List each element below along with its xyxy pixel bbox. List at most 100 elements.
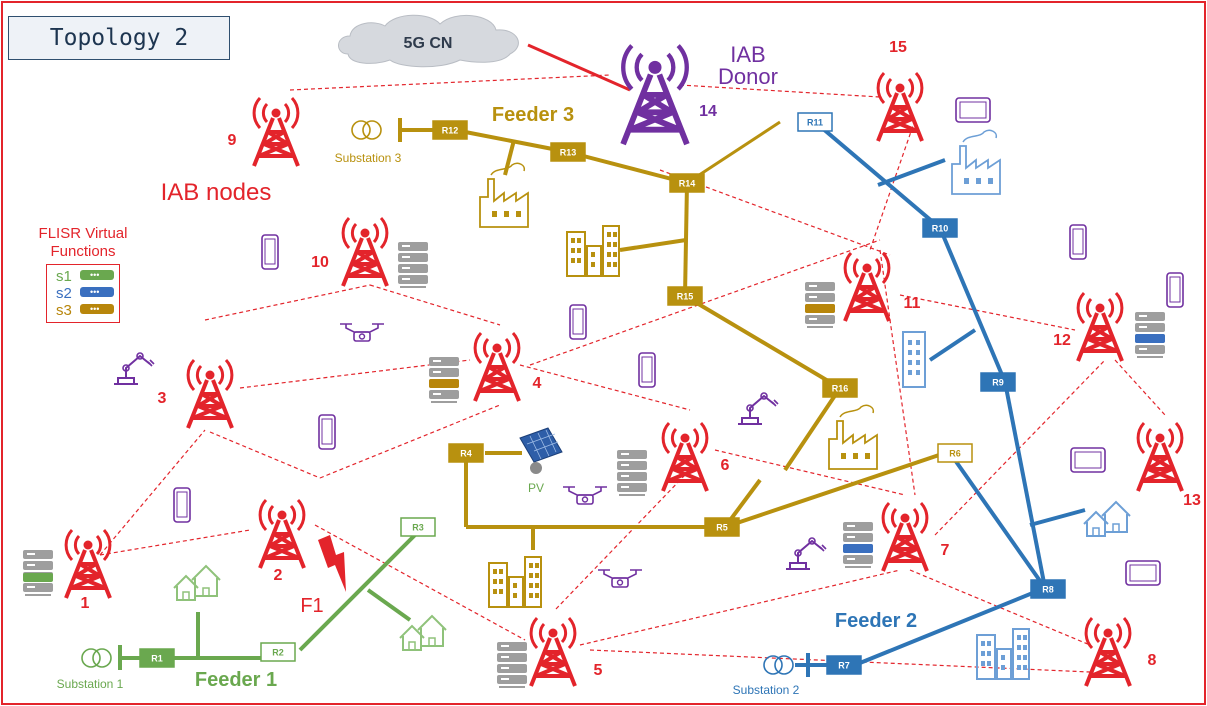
donor-label-2: Donor [718,64,778,89]
flisr-s3-bar [80,304,114,314]
iab-node-3-icon [186,358,234,430]
flisr-items: s1 s2 s3 ••• ••• ••• [56,268,114,319]
node-number-2: 2 [274,567,283,584]
node-number-1: 1 [81,595,90,612]
tower-building-icon [902,331,926,388]
relay-r14: R14 [669,173,705,193]
phone-icon [261,234,279,270]
node-number-5: 5 [594,662,603,679]
flisr-heading-1: FLISR Virtual [39,225,128,242]
buildings [488,225,1030,680]
server-node-10-icon [397,241,429,288]
relay-label-r10: R10 [932,224,949,234]
flisr-heading-2: Functions [50,243,115,260]
relay-r12: R12 [432,120,468,140]
drone-icon [339,323,385,342]
iab-node-15-icon [876,71,924,143]
factory-icon [951,129,1001,195]
iab-node-2-icon [258,498,306,570]
flisr-s2-bar [80,287,114,297]
iab-nodes-label: IAB nodes [161,179,272,206]
iab-donor-tower: IAB Donor 14 [623,42,778,144]
relay-r6: R6 [937,443,973,463]
donor-number: 14 [699,103,717,120]
factory-icon [828,404,878,470]
substation-3: Substation 3 [335,120,402,165]
relay-label-r14: R14 [679,179,696,189]
fault-label: F1 [300,595,323,617]
relay-r7: R7 [826,655,862,675]
relay-label-r8: R8 [1042,585,1054,595]
substation-2: Substation 2 [733,655,800,697]
node-number-15: 15 [889,39,907,56]
houses [173,501,1131,651]
pv-panel-icon: PV [519,427,563,495]
flisr-item-s1: s1 [56,268,72,285]
feeder-1-label: Feeder 1 [195,669,277,691]
edge-servers [22,241,1166,688]
relay-label-r5: R5 [716,523,728,533]
phone-icon [569,304,587,340]
iab-node-12-icon [1076,291,1124,363]
flisr-item-s3: s3 [56,302,72,319]
svg-text:•••: ••• [90,287,99,297]
iab-node-7-icon [881,501,929,573]
robot-arm-icon [737,392,779,425]
server-node-1-icon [22,549,54,596]
relay-label-r15: R15 [677,292,694,302]
fault-lightning-icon [318,535,346,592]
core-network-label: 5G CN [404,35,453,52]
tablet-icon [955,97,991,123]
relay-r13: R13 [550,142,586,162]
relay-label-r11: R11 [807,118,823,128]
feeder-2-label: Feeder 2 [835,610,917,632]
relay-label-r12: R12 [442,126,459,136]
relay-label-r2: R2 [272,648,284,658]
svg-text:•••: ••• [90,270,99,280]
relay-r3: R3 [400,517,436,537]
iab-node-5-icon [529,616,577,688]
houses-icon [173,565,221,601]
flisr-legend-box [46,264,120,323]
node-number-6: 6 [721,457,730,474]
robot-arm-icon [113,352,155,385]
node-number-8: 8 [1148,652,1157,669]
topology-title: Topology 2 [8,16,230,60]
node-number-7: 7 [941,542,950,559]
iab-node-9-icon [252,96,300,168]
relay-label-r3: R3 [412,523,424,533]
relay-label-r1: R1 [151,654,163,664]
drone-icon [562,486,608,505]
relay-label-r6: R6 [949,449,961,459]
iab-node-1-icon [64,528,112,600]
relay-label-r9: R9 [992,378,1004,388]
phone-icon [638,352,656,388]
relay-r5: R5 [704,517,740,537]
iab-node-10-icon [341,216,389,288]
iab-node-11-icon [843,251,891,323]
feeder-3-to-r11 [686,120,781,185]
node-number-3: 3 [158,390,167,407]
relay-r2: R2 [260,642,296,662]
phone-icon [318,414,336,450]
core-network-cloud: 5G CN [338,14,519,68]
phone-icon [1166,272,1184,308]
houses-icon [1083,501,1131,537]
relay-r9: R9 [980,372,1016,392]
relay-label-r7: R7 [838,661,850,671]
phone-icon [1069,224,1087,260]
relay-r10: R10 [922,218,958,238]
node-number-4: 4 [533,375,542,392]
node-number-10: 10 [311,254,329,271]
phone-icon [173,487,191,523]
donor-label-1: IAB [730,42,765,67]
feeder-1-lines [120,530,420,660]
node-number-12: 12 [1053,332,1071,349]
iab-node-6-icon [661,421,709,493]
svg-text:•••: ••• [90,304,99,314]
server-node-5-icon [496,641,528,688]
